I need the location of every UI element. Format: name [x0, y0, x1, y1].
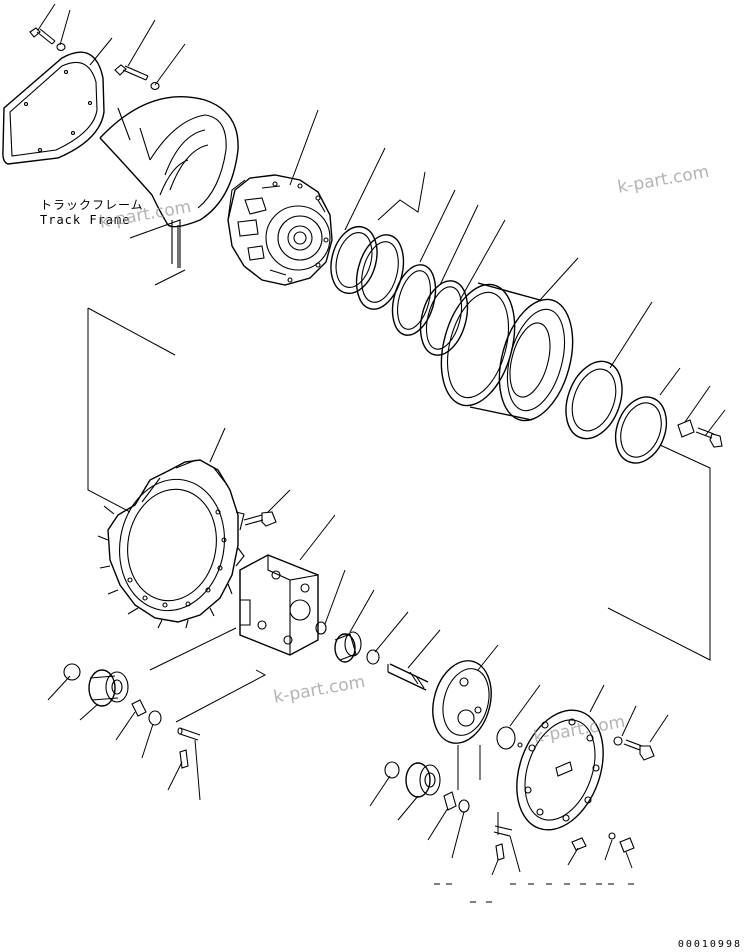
pin-mid: [493, 825, 513, 837]
travel-motor: [227, 174, 333, 286]
hub-drum: [440, 282, 574, 422]
bushing-mid: [443, 791, 457, 811]
planet-carrier-disc: [432, 660, 492, 744]
final-cover: [516, 709, 604, 831]
small-ball: [517, 742, 523, 748]
bolt-right-upper: [695, 427, 723, 448]
planet-gear-small: [334, 631, 362, 663]
bushing-left: [131, 699, 147, 717]
washer-c: [613, 736, 623, 746]
sun-shaft: [387, 663, 429, 691]
sprocket: [97, 459, 245, 629]
plug-a: [571, 837, 587, 851]
bolt-cover: [114, 64, 149, 81]
washer-mid: [458, 799, 470, 813]
bolt-top-left: [29, 27, 56, 45]
thrust-ring: [614, 396, 668, 464]
plug-b: [619, 837, 635, 853]
floating-seal-rings: [330, 225, 469, 356]
o-ring-small: [608, 832, 616, 840]
track-frame-lines: [129, 219, 186, 286]
snap-ring-left: [63, 663, 81, 681]
pin-left: [177, 727, 201, 741]
pin-left-small: [179, 749, 189, 769]
track-frame-label-en: Track Frame: [40, 213, 131, 227]
pin-mid-small: [495, 843, 505, 861]
track-frame-label-jp: トラックフレーム: [40, 198, 144, 212]
lock-plate: [677, 419, 695, 438]
planet-gear-mid: [405, 762, 441, 798]
washer-top-left: [56, 42, 66, 52]
washer-cover: [150, 81, 160, 91]
bottom-marks: [434, 883, 634, 903]
leader-lines: [37, 3, 726, 876]
planet-gear-left: [88, 669, 129, 707]
drawing-code: 00010998: [677, 939, 742, 950]
bolt-sprocket: [243, 511, 277, 527]
bolt-right-lower: [623, 739, 655, 761]
seal-band: [99, 96, 239, 228]
ring-gear: [565, 360, 623, 440]
washer-b: [366, 649, 380, 665]
o-ring: [496, 726, 516, 750]
washer-left: [148, 710, 162, 726]
cover-plate: [2, 51, 105, 165]
snap-ring-mid: [384, 761, 400, 779]
carrier-block: [239, 554, 319, 656]
snap-ring-a: [315, 621, 327, 635]
